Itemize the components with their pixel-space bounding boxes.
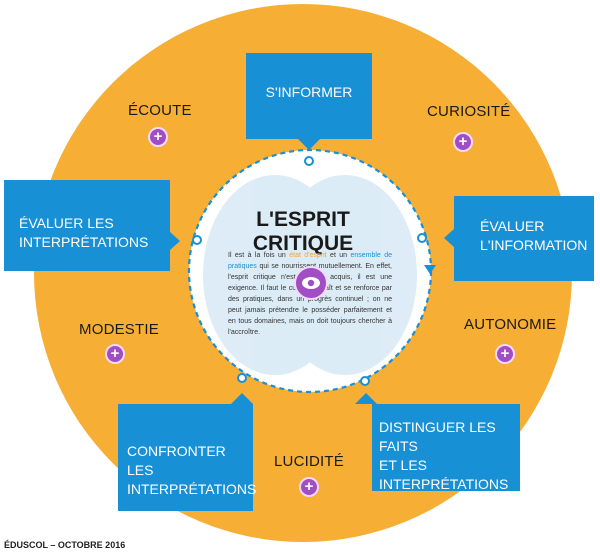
paragraph-text-1: Il est à la fois un [228, 252, 290, 259]
quality-lucidite: LUCIDITÉ [274, 453, 344, 470]
term-etat-esprit: état d'esprit [289, 252, 327, 259]
quality-ecoute: ÉCOUTE [128, 102, 192, 119]
pointer-distinguer [355, 393, 377, 404]
box-distinguer[interactable]: DISTINGUER LES FAITS ET LES INTERPRÉTATI… [372, 404, 520, 492]
plus-icon[interactable]: + [148, 127, 168, 147]
term-ensemble-pratiques: ensemble de pratiques [228, 252, 393, 270]
eye-button[interactable] [294, 266, 328, 300]
box-evaluer-interpretations[interactable]: ÉVALUER LES INTERPRÉTATIONS [4, 180, 170, 271]
paragraph-text-2: et un [326, 252, 351, 259]
footer-credit: ÉDUSCOL – OCTOBRE 2016 [4, 540, 126, 550]
box-evaluer-information-line2: L'INFORMATION [480, 237, 588, 253]
pointer-evaluer-interpretations [170, 232, 180, 250]
box-evaluer-information[interactable]: ÉVALUER L'INFORMATION [454, 196, 594, 281]
eye-icon [302, 277, 320, 289]
brain-icon [203, 175, 417, 375]
arrow-head [424, 265, 436, 274]
box-confronter[interactable]: CONFRONTER LES INTERPRÉTATIONS [118, 404, 257, 511]
circle-nodes [192, 156, 427, 386]
box-distinguer-line2: ET LES [379, 457, 427, 473]
box-distinguer-line3: INTERPRÉTATIONS [379, 476, 509, 492]
box-distinguer-line1: DISTINGUER LES FAITS [379, 419, 496, 454]
pointer-evaluer-information [444, 229, 454, 247]
quality-modestie: MODESTIE [79, 321, 159, 338]
plus-icon[interactable]: + [495, 344, 515, 364]
plus-icon[interactable]: + [105, 344, 125, 364]
box-evaluer-interpretations-line1: ÉVALUER LES [19, 215, 114, 231]
box-evaluer-information-line1: ÉVALUER [480, 218, 545, 234]
box-confronter-line1: CONFRONTER LES [127, 443, 226, 478]
pointer-sinformer [298, 139, 320, 150]
pointer-confronter [231, 393, 253, 404]
box-sinformer[interactable]: S'INFORMER [246, 53, 372, 139]
plus-icon[interactable]: + [299, 477, 319, 497]
plus-icon[interactable]: + [453, 132, 473, 152]
page-title: L'ESPRIT CRITIQUE [252, 208, 354, 255]
box-confronter-line2: INTERPRÉTATIONS [127, 481, 257, 497]
quality-autonomie: AUTONOMIE [464, 316, 557, 333]
box-sinformer-label: S'INFORMER [265, 84, 353, 100]
quality-curiosite: CURIOSITÉ [427, 103, 511, 120]
box-evaluer-interpretations-line2: INTERPRÉTATIONS [19, 234, 149, 250]
